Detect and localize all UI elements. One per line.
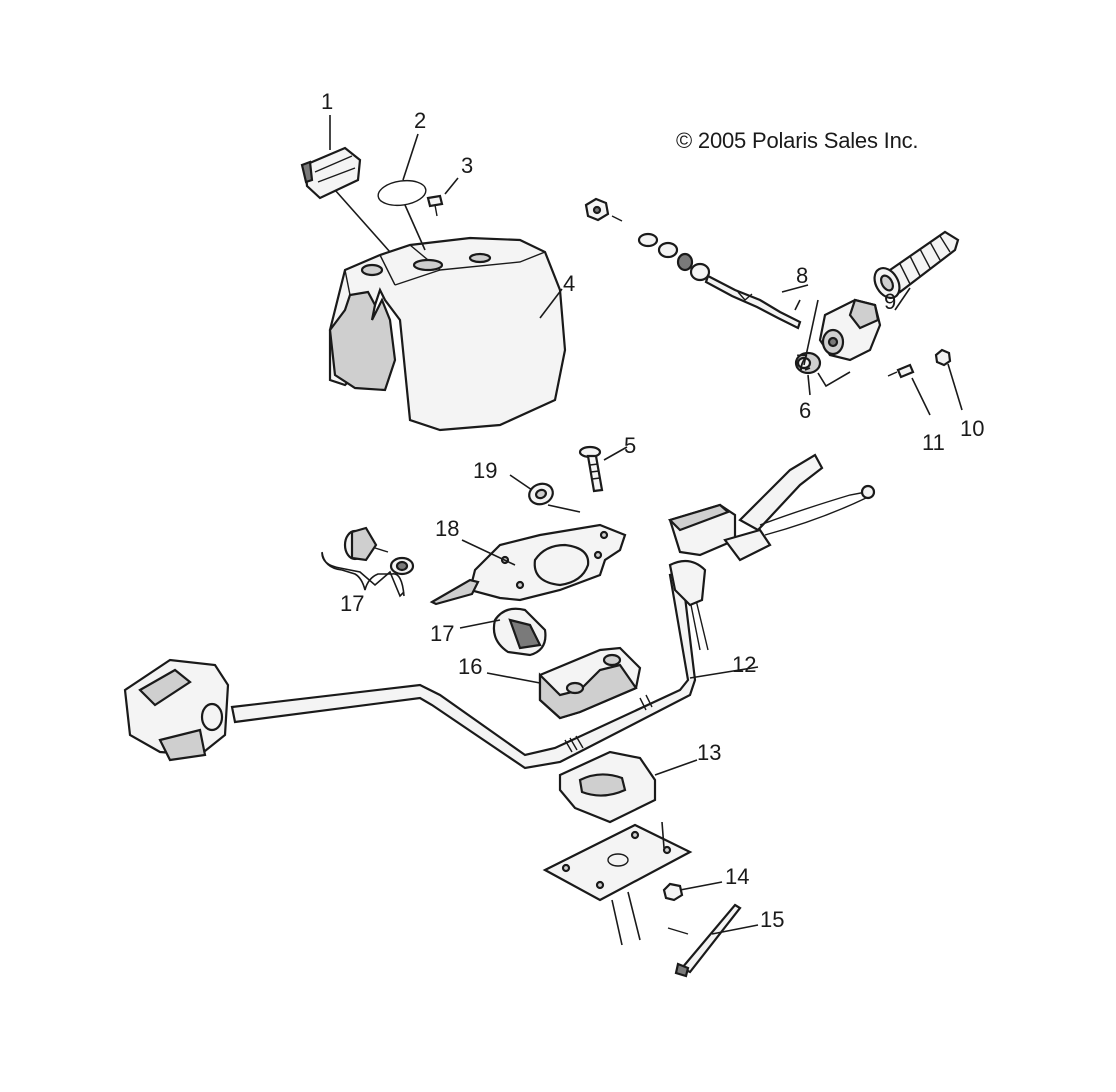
callout-13: 13 (697, 740, 721, 765)
copyright-text: © 2005 Polaris Sales Inc. (676, 128, 919, 153)
left-switch-housing (123, 658, 230, 762)
callout-12: 12 (732, 652, 756, 677)
callout-3: 3 (461, 153, 473, 178)
part-6-bushing (794, 351, 822, 375)
part-10-nut (934, 348, 952, 367)
part-7-throttle-housing (818, 298, 882, 362)
part-5-bolt (578, 445, 604, 493)
part-17-indicator-lower (492, 607, 547, 657)
part-18-bracket (429, 523, 627, 606)
part-8-bolt-assembly (584, 197, 802, 330)
callout-4: 4 (563, 271, 575, 296)
callout-15: 15 (760, 907, 784, 932)
callout-numbers: 1 2 3 4 5 6 7 8 9 10 11 12 13 14 15 16 1… (321, 89, 984, 932)
callout-5: 5 (624, 433, 636, 458)
callout-14: 14 (725, 864, 749, 889)
part-19-washer (528, 482, 554, 506)
callout-9: 9 (884, 289, 896, 314)
part-3-screw (426, 194, 444, 217)
callout-17-brace (321, 551, 405, 597)
part-14-nut (662, 882, 684, 902)
callout-16: 16 (458, 654, 482, 679)
part-9-grip (873, 230, 960, 300)
part-16-upper-clamp (538, 646, 642, 720)
callout-2: 2 (414, 108, 426, 133)
callout-18: 18 (435, 516, 459, 541)
callout-8: 8 (796, 263, 808, 288)
part-4-headlight-cover (328, 236, 567, 432)
callout-11: 11 (922, 430, 945, 455)
part-11-screw (887, 363, 915, 379)
part-2-gasket (377, 179, 427, 207)
right-brake-lever (667, 453, 876, 607)
callout-1: 1 (321, 89, 333, 114)
part-17-indicator-left (343, 526, 415, 576)
callout-7: 7 (796, 350, 808, 375)
mount-plate (542, 821, 693, 946)
part-1-switch (300, 146, 362, 200)
part-15-cable-tie (667, 903, 742, 978)
callout-19: 19 (473, 458, 497, 483)
callout-6: 6 (799, 398, 811, 423)
callout-17-left: 17 (340, 591, 364, 616)
callout-17-lower: 17 (430, 621, 454, 646)
leader-lines (321, 115, 963, 935)
part-13-lower-clamp (558, 750, 657, 824)
callout-10: 10 (960, 416, 984, 441)
